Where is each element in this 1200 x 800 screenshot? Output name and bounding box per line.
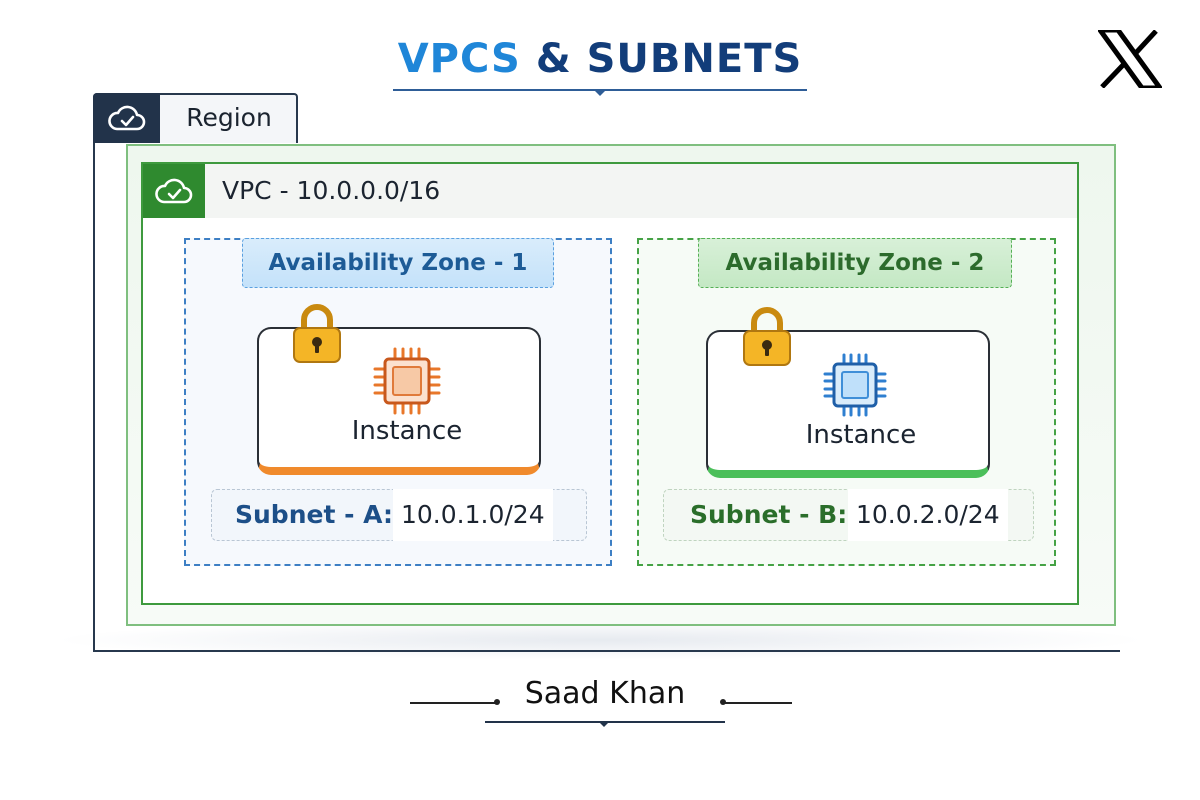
subnet-b-label: Subnet - B: <box>690 500 848 529</box>
author-rule-right <box>724 702 792 704</box>
vpc-cloud-icon <box>143 164 205 218</box>
author-dot-right <box>720 699 726 705</box>
subnet-b-cidr: 10.0.2.0/24 <box>848 489 1008 541</box>
region-cloud-icon <box>93 93 160 143</box>
instance-label-1: Instance <box>351 416 463 446</box>
lock-icon <box>293 304 341 363</box>
author-rule-left <box>410 702 498 704</box>
title-caret <box>593 89 607 96</box>
author-dot-left <box>494 699 500 705</box>
x-logo-icon[interactable] <box>1098 30 1162 88</box>
subnet-a-label: Subnet - A: <box>235 500 393 529</box>
cpu-chip-icon <box>823 353 887 417</box>
instance-label-2: Instance <box>805 420 917 450</box>
region-shadow <box>50 620 1150 660</box>
subnet-a-cidr: 10.0.1.0/24 <box>393 489 553 541</box>
title-part-2: & SUBNETS <box>535 36 803 82</box>
region-label: Region <box>186 103 272 132</box>
zone-2-badge: Availability Zone - 2 <box>698 238 1012 288</box>
author-caret <box>598 721 610 727</box>
region-frame <box>93 142 1120 652</box>
page-title: VPCS & SUBNETS <box>0 36 1200 82</box>
vpc-label: VPC - 10.0.0.0/16 <box>222 176 441 205</box>
vpc-header <box>143 164 1077 218</box>
cpu-chip-icon <box>373 347 441 415</box>
author-name: Saad Khan <box>524 676 686 711</box>
title-part-1: VPCS <box>397 36 521 82</box>
lock-icon <box>743 307 791 366</box>
zone-1-badge: Availability Zone - 1 <box>242 238 554 288</box>
